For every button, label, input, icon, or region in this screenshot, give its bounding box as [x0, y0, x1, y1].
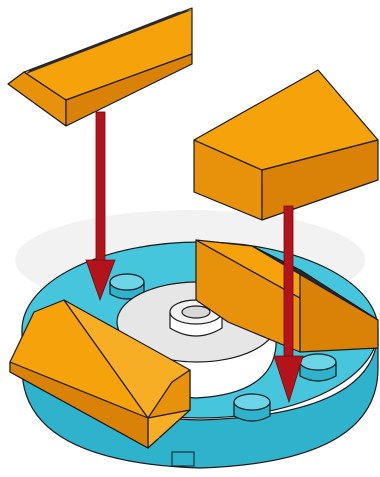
- stud-right-back: [300, 354, 336, 381]
- stud-front-right: [234, 394, 270, 421]
- slope-top-right: [194, 70, 378, 220]
- arrow-left: [86, 112, 115, 300]
- slope-top-left: [8, 8, 192, 126]
